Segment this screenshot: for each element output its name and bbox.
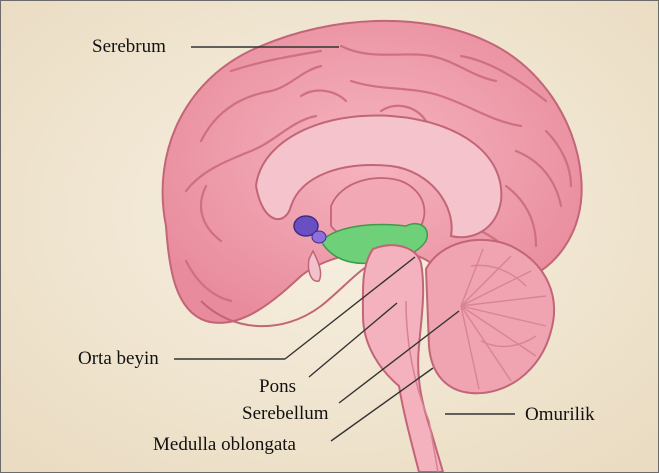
label-serebrum: Serebrum (92, 37, 166, 56)
label-serebellum: Serebellum (242, 404, 329, 423)
label-medulla-oblongata: Medulla oblongata (153, 435, 296, 454)
label-orta-beyin: Orta beyin (78, 349, 159, 368)
label-pons: Pons (259, 377, 296, 396)
label-omurilik: Omurilik (525, 405, 595, 424)
